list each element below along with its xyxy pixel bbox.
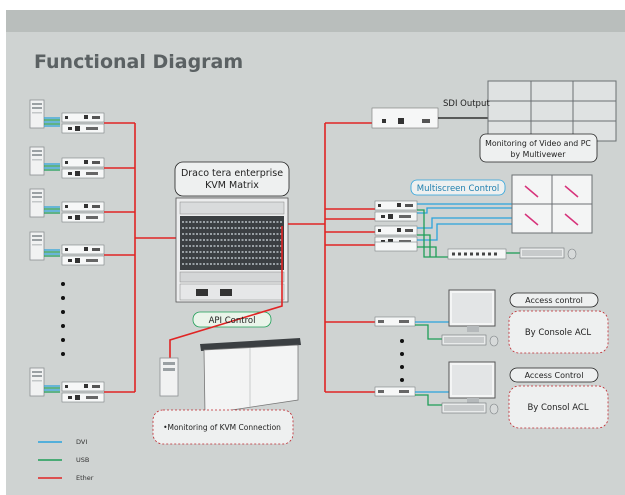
console-acl-1-label: By Console ACL xyxy=(525,328,592,338)
legend-usb-label: USB xyxy=(76,456,89,464)
projection-screen xyxy=(200,338,301,415)
multiscreen-usb-links xyxy=(417,209,520,258)
page-title: Functional Diagram xyxy=(34,51,244,73)
multiscreen-label-box xyxy=(410,179,506,196)
multiscreen-dvi-links xyxy=(417,203,512,241)
multiviewer-label-line-1: Monitoring of Video and PC xyxy=(485,139,591,148)
console-1 xyxy=(374,289,499,347)
usb-hub xyxy=(447,248,507,260)
multiscreen-keyboard xyxy=(519,247,577,260)
ether-api-link xyxy=(169,226,283,358)
console-acl-2-label: By Consol ACL xyxy=(527,403,588,413)
source-pc-3 xyxy=(29,188,135,223)
source-pc-1 xyxy=(29,99,135,134)
multiscreen-monitors xyxy=(511,174,593,234)
access-control-label-2 xyxy=(509,367,599,383)
console-2 xyxy=(374,361,499,415)
ether-trunk-right xyxy=(288,122,375,393)
multiscreen-control-label: Multiscreen Control xyxy=(417,184,499,194)
console-acl-box-2 xyxy=(508,385,609,429)
matrix-label-line-2: KVM Matrix xyxy=(205,180,259,191)
api-control-label: API Control xyxy=(209,316,256,326)
header-bar xyxy=(6,10,625,32)
console-acl-box-1 xyxy=(508,310,609,354)
ether-trunk-left xyxy=(134,123,176,392)
source-pc-2 xyxy=(29,146,135,179)
sdi-output-label: SDI Output xyxy=(443,99,490,109)
source-ellipsis xyxy=(61,282,65,356)
access-control-1-label: Access control xyxy=(525,296,583,305)
sdi-receiver xyxy=(371,107,439,129)
console-ellipsis xyxy=(400,339,404,382)
matrix-label-line-1: Draco tera enterprise xyxy=(181,168,283,179)
access-control-2-label: Access Control xyxy=(525,371,584,380)
legend-dvi-label: DVI xyxy=(76,438,87,446)
multiviewer-label-line-2: by Multivewer xyxy=(511,150,567,159)
source-pc-4 xyxy=(29,231,135,266)
multiscreen-receivers xyxy=(374,200,418,252)
kvm-monitoring-box xyxy=(152,409,294,445)
video-wall xyxy=(487,80,617,142)
source-pc-n xyxy=(29,367,135,403)
access-control-label-1 xyxy=(509,292,599,308)
monitoring-pc xyxy=(159,357,179,397)
multiviewer-box xyxy=(479,133,598,163)
legend-ether-label: Ether xyxy=(76,474,94,482)
kvm-matrix xyxy=(175,197,289,303)
matrix-label-box xyxy=(174,161,290,197)
kvm-monitoring-label: •Monitoring of KVM Connection xyxy=(163,423,281,432)
